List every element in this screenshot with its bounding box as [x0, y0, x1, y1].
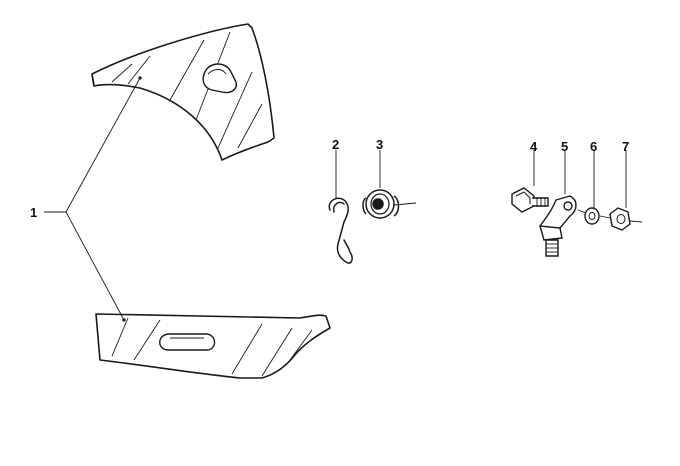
- callout-3: 3: [376, 137, 384, 152]
- callout-6: 6: [590, 139, 598, 154]
- bolt-part: [511, 150, 549, 213]
- washer-part: [584, 150, 600, 225]
- callout-5: 5: [561, 139, 569, 154]
- callout-4: 4: [530, 139, 538, 154]
- nut-part: [609, 150, 643, 231]
- callout-1: 1: [30, 205, 38, 220]
- callout-2: 2: [332, 137, 340, 152]
- s-hook-part: [328, 149, 353, 264]
- bracket-part: [538, 150, 577, 257]
- lower-shield-part: [95, 313, 331, 379]
- leader-lines-part-1: [44, 76, 142, 322]
- callout-7: 7: [622, 139, 630, 154]
- assembly-axis: [577, 209, 611, 219]
- upper-shield-part: [91, 23, 275, 161]
- grommet-part: [362, 150, 417, 219]
